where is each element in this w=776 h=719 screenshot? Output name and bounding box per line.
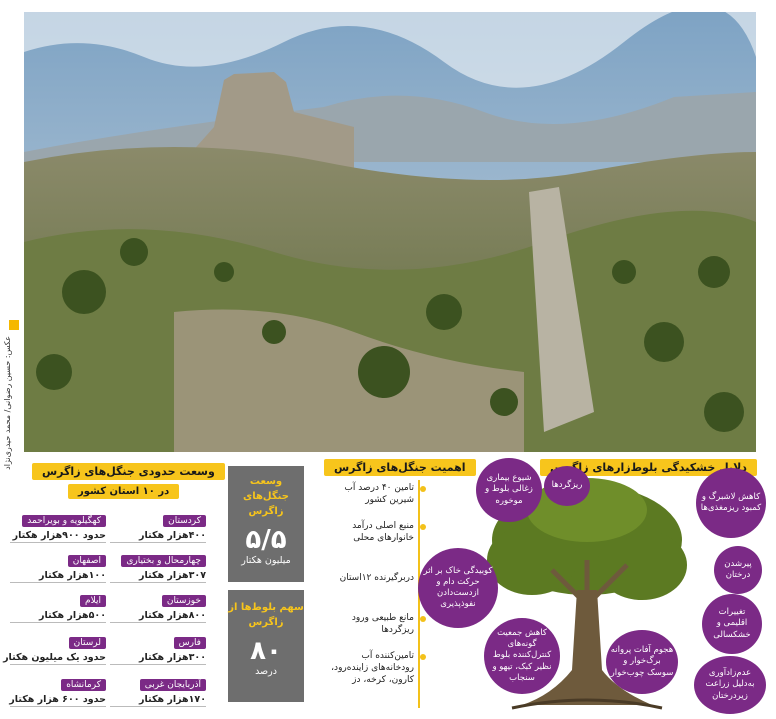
province-area: ۳۰۷هزار هکتار — [110, 570, 206, 583]
causes-title: دلایل خشکیدگی بلوط‌زارهای زاگرس — [540, 459, 757, 476]
importance-item: تامین ۴۰ درصد آب شیرین کشور — [326, 482, 426, 506]
province-name: چهارمحال و بختیاری — [121, 555, 206, 567]
province-item: چهارمحال و بختیاری ۳۰۷هزار هکتار — [110, 548, 206, 583]
importance-item: مانع طبیعی ورود ریزگردها — [326, 612, 426, 636]
province-area: ۴۰۰هزار هکتار — [110, 530, 206, 543]
cause-bubble-compaction: کوبیدگی خاک بر اثر حرکت دام و ازدست‌دادن… — [418, 548, 498, 628]
bullet-dot — [420, 486, 426, 492]
province-area: حدود یک میلیون هکتار — [3, 652, 106, 665]
province-item: خوزستان ۸۰۰هزار هکتار — [110, 588, 206, 623]
forest-area-number: ۵/۵ — [245, 525, 287, 555]
oak-share-title: سهم بلوط‌ها از زاگرس — [228, 602, 304, 628]
importance-item: منبع اصلی درآمد خانوارهای محلی — [326, 520, 426, 544]
province-item: ایلام ۵۰۰هزار هکتار — [10, 588, 106, 623]
importance-text: مانع طبیعی ورود ریزگردها — [351, 613, 414, 636]
oak-share-box: سهم بلوط‌ها از زاگرس ۸۰ درصد — [228, 590, 304, 702]
province-item: کرمانشاه حدود ۶۰۰ هزار هکتار — [9, 672, 106, 707]
province-item: کهگیلویه و بویراحمد حدود ۹۰۰هزار هکتار — [10, 508, 106, 543]
province-area: ۵۰۰هزار هکتار — [10, 610, 106, 623]
photo-credit: عکس: حسین رضوانی/ محمد حیدری‌نژاد — [3, 336, 12, 470]
province-name: اصفهان — [67, 555, 106, 567]
cause-bubble-species: کاهش جمعیت گونه‌های کنترل‌کننده بلوط نظی… — [484, 618, 560, 694]
cause-bubble-litter: کاهش لاشبرگ و کمبود ریزمغذی‌ها — [696, 468, 766, 538]
province-area: ۱۷۰هزار هکتار — [110, 694, 206, 707]
province-name: کردستان — [163, 515, 206, 527]
province-name: آذربایجان غربی — [139, 679, 206, 691]
province-item: کردستان ۴۰۰هزار هکتار — [110, 508, 206, 543]
importance-text: تامین ۴۰ درصد آب شیرین کشور — [344, 483, 414, 506]
bullet-dot — [420, 524, 426, 530]
province-name: فارس — [173, 637, 206, 649]
cause-bubble-disease: شیوع بیماری زغالی بلوط و موخوره — [476, 458, 542, 522]
province-item: اصفهان ۱۰۰هزار هکتار — [10, 548, 106, 583]
province-name: خوزستان — [161, 595, 206, 607]
left-panel-title: وسعت حدودی جنگل‌های زاگرس — [32, 463, 225, 480]
cause-bubble-agriculture: عدم‌زادآوری به‌دلیل زراعت زیردرختان — [694, 656, 766, 714]
province-name: ایلام — [80, 595, 106, 607]
importance-text: تامین‌کننده آب رودخانه‌های زاینده‌رود، ک… — [331, 651, 414, 686]
oak-share-number: ۸۰ — [250, 636, 282, 666]
importance-item: تامین‌کننده آب رودخانه‌های زاینده‌رود، ک… — [326, 650, 426, 686]
forest-area-title: وسعت جنگل‌های زاگرس — [243, 476, 289, 517]
province-item: فارس ۳۰۰هزار هکتار — [110, 630, 206, 665]
importance-text: دربرگیرنده ۱۲استان — [339, 573, 414, 583]
cause-bubble-aging: پیرشدن درختان — [714, 546, 762, 594]
cause-bubble-pests: هجوم آفات پروانه برگ‌خوار و سوسک چوب‌خوا… — [606, 630, 678, 694]
forest-area-unit: میلیون هکتار — [241, 555, 291, 566]
cause-bubble-climate: تغییرات اقلیمی و خشکسالی — [702, 594, 762, 654]
bullet-dot — [420, 616, 426, 622]
province-area: ۱۰۰هزار هکتار — [10, 570, 106, 583]
oak-share-unit: درصد — [255, 666, 277, 677]
province-area: ۳۰۰هزار هکتار — [110, 652, 206, 665]
bullet-dot — [420, 654, 426, 660]
province-item: آذربایجان غربی ۱۷۰هزار هکتار — [110, 672, 206, 707]
province-area: ۸۰۰هزار هکتار — [110, 610, 206, 623]
left-panel-subtitle: در ۱۰ استان کشور — [68, 484, 180, 499]
province-area: حدود ۹۰۰هزار هکتار — [10, 530, 106, 543]
forest-area-box: وسعت جنگل‌های زاگرس ۵/۵ میلیون هکتار — [228, 466, 304, 582]
landscape-photo — [24, 12, 756, 452]
province-name: لرستان — [68, 637, 106, 649]
province-item: لرستان حدود یک میلیون هکتار — [3, 630, 106, 665]
cause-bubble-dust: ریزگردها — [544, 466, 590, 506]
province-name: کهگیلویه و بویراحمد — [22, 515, 106, 527]
importance-title: اهمیت جنگل‌های زاگرس — [324, 459, 476, 476]
credit-marker — [9, 320, 19, 330]
province-name: کرمانشاه — [61, 679, 106, 691]
importance-item: دربرگیرنده ۱۲استان — [326, 572, 426, 584]
importance-text: منبع اصلی درآمد خانوارهای محلی — [352, 521, 414, 544]
province-area: حدود ۶۰۰ هزار هکتار — [9, 694, 106, 707]
